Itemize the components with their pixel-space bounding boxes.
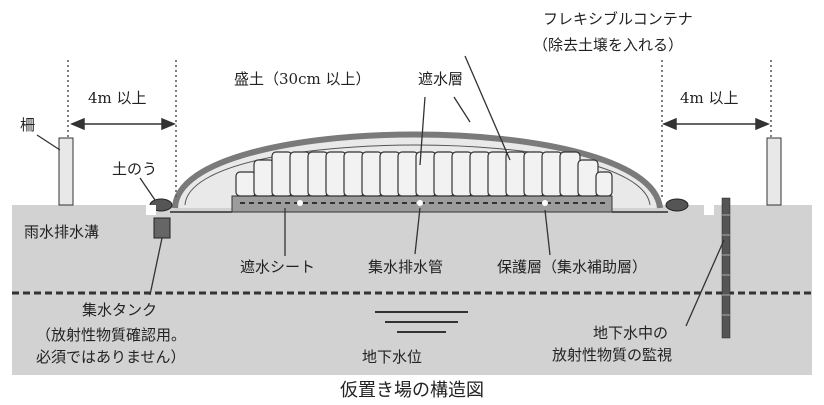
label-rain-ditch: 雨水排水溝 <box>24 223 99 241</box>
waterproof-layer-curve <box>172 131 663 209</box>
distance-arrow-left <box>70 117 176 131</box>
label-flexible-container-2: （除去土壌を入れる） <box>533 36 683 54</box>
label-drain-pipe: 集水排水管 <box>368 258 443 276</box>
label-groundwater-level: 地下水位 <box>362 348 422 366</box>
label-protection-layer: 保護層（集水補助層） <box>497 258 647 276</box>
leader-lines <box>36 55 725 327</box>
label-mound: 盛土（30cm 以上） <box>234 70 370 88</box>
label-waterproof-layer: 遮水層 <box>418 70 463 88</box>
fence-right <box>766 137 782 206</box>
flexible-containers <box>235 151 613 197</box>
sandbag-right <box>665 198 689 212</box>
label-sandbag: 土のう <box>112 160 157 178</box>
distance-arrow-right <box>662 117 770 131</box>
label-monitoring-2: 放射性物質の監視 <box>552 346 672 364</box>
label-flexible-container-1: フレキシブルコンテナ <box>543 10 693 28</box>
label-waterproof-sheet: 遮水シート <box>240 258 315 276</box>
collection-tank <box>153 217 171 239</box>
inner-curve <box>184 144 651 206</box>
figure-caption: 仮置き場の構造図 <box>340 380 484 401</box>
drain-hole <box>542 200 548 206</box>
fence-left <box>58 137 74 206</box>
ditch-notch <box>146 205 156 215</box>
label-tank-1: 集水タンク <box>82 301 157 319</box>
label-distance-right: 4m 以上 <box>680 89 739 107</box>
label-tank-3: 必須ではありません） <box>36 348 186 366</box>
ground <box>12 205 812 375</box>
label-distance-left: 4m 以上 <box>88 89 147 107</box>
label-monitoring-1: 地下水中の <box>593 324 668 342</box>
label-fence: 柵 <box>20 116 35 134</box>
drain-hole <box>297 200 303 206</box>
monitoring-well <box>721 197 731 339</box>
label-tank-2: （放射性物質確認用。 <box>36 326 186 344</box>
ditch-notch <box>704 205 714 215</box>
drain-hole <box>417 200 423 206</box>
